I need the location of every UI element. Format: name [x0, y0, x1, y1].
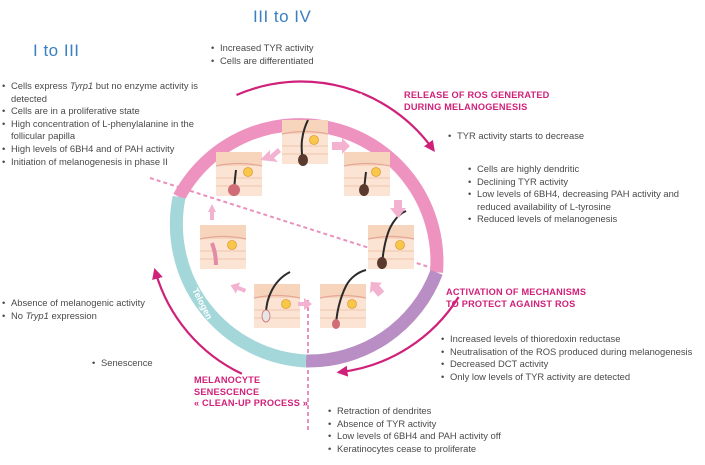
stage-transition-arrow — [230, 282, 247, 294]
hair-stage-illustration — [281, 119, 329, 166]
stage-transition-arrow — [369, 281, 385, 297]
list-item: Increased levels of thioredoxin reductas… — [441, 333, 703, 346]
list-item: Reduced levels of melanogenesis — [468, 213, 698, 226]
list-item: TYR activity starts to decrease — [448, 130, 688, 143]
stage-transition-arrow — [332, 138, 350, 154]
list-item: Cells are in a proliferative state — [2, 105, 202, 118]
hair-stage-illustration — [253, 271, 301, 329]
list-item: Senescence — [92, 357, 192, 370]
list-item: Decreased DCT activity — [441, 358, 703, 371]
phase-header-iii-iv: III to IV — [253, 7, 312, 26]
ring-label-telogen: Telogen — [190, 286, 214, 321]
telogen-bullet-list: Absence of melanogenic activity No Tryp1… — [2, 297, 182, 322]
list-item: Cells are highly dendritic — [468, 163, 698, 176]
list-item: Cells are differentiated — [211, 55, 361, 68]
stage-transition-arrow — [260, 148, 281, 162]
ring-label-anagen: Anagen — [330, 90, 363, 102]
hair-stage-illustration — [319, 269, 367, 329]
ring-catagen — [305, 270, 443, 368]
hair-stage-illustration — [215, 151, 263, 197]
list-item: High levels of 6BH4 and of PAH activity — [2, 143, 202, 156]
cycle-arrow — [336, 296, 460, 377]
list-item: High concentration of L-phenylalanine in… — [2, 118, 202, 143]
left-bullet-list: Cells express Tyrp1 but no enzyme activi… — [2, 80, 202, 168]
list-item: Cells express Tyrp1 but no enzyme activi… — [2, 80, 202, 105]
list-item: Neutralisation of the ROS produced durin… — [441, 346, 703, 359]
right-bullet-list: Cells are highly dendritic Declining TYR… — [468, 163, 698, 226]
ring-anagen — [173, 118, 444, 273]
stage-transition-arrow — [208, 204, 216, 220]
list-item: Keratinocytes cease to proliferate — [328, 443, 528, 456]
bottom-bullet-list: Retraction of dendrites Absence of TYR a… — [328, 405, 528, 455]
hair-stage-illustration — [199, 224, 247, 270]
stage-transition-arrow — [298, 298, 312, 310]
list-item: Absence of melanogenic activity — [2, 297, 182, 310]
list-item: Low levels of 6BH4 and PAH activity off — [328, 430, 528, 443]
list-item: Only low levels of TYR activity are dete… — [441, 371, 703, 384]
tyr-decrease-list: TYR activity starts to decrease — [448, 130, 688, 143]
senescence-list: Senescence — [92, 357, 192, 370]
list-item: Declining TYR activity — [468, 176, 698, 189]
activation-heading: ACTIVATION OF MECHANISMS TO PROTECT AGAI… — [446, 287, 587, 309]
list-item: Low levels of 6BH4, decreasing PAH activ… — [468, 188, 698, 213]
hair-stage-illustration — [367, 210, 415, 270]
cycle-arrow — [236, 80, 435, 152]
hair-stage-illustration — [343, 151, 391, 197]
list-item: Absence of TYR activity — [328, 418, 528, 431]
cycle-arrow — [152, 267, 243, 375]
top-bullet-list: Increased TYR activity Cells are differe… — [211, 42, 361, 67]
protect-bullet-list: Increased levels of thioredoxin reductas… — [441, 333, 703, 383]
list-item: Increased TYR activity — [211, 42, 361, 55]
stage-transition-arrow — [390, 200, 406, 218]
melanocyte-senescence-heading: MELANOCYTE SENESCENCE « CLEAN-UP PROCESS… — [194, 375, 309, 408]
phase-header-i-iii: I to III — [33, 41, 80, 60]
list-item: No Tryp1 expression — [2, 310, 182, 323]
list-item: Retraction of dendrites — [328, 405, 528, 418]
list-item: Initiation of melanogenesis in phase II — [2, 156, 202, 169]
release-ros-heading: RELEASE OF ROS GENERATED DURING MELANOGE… — [404, 90, 550, 112]
ring-telogen — [169, 195, 307, 368]
